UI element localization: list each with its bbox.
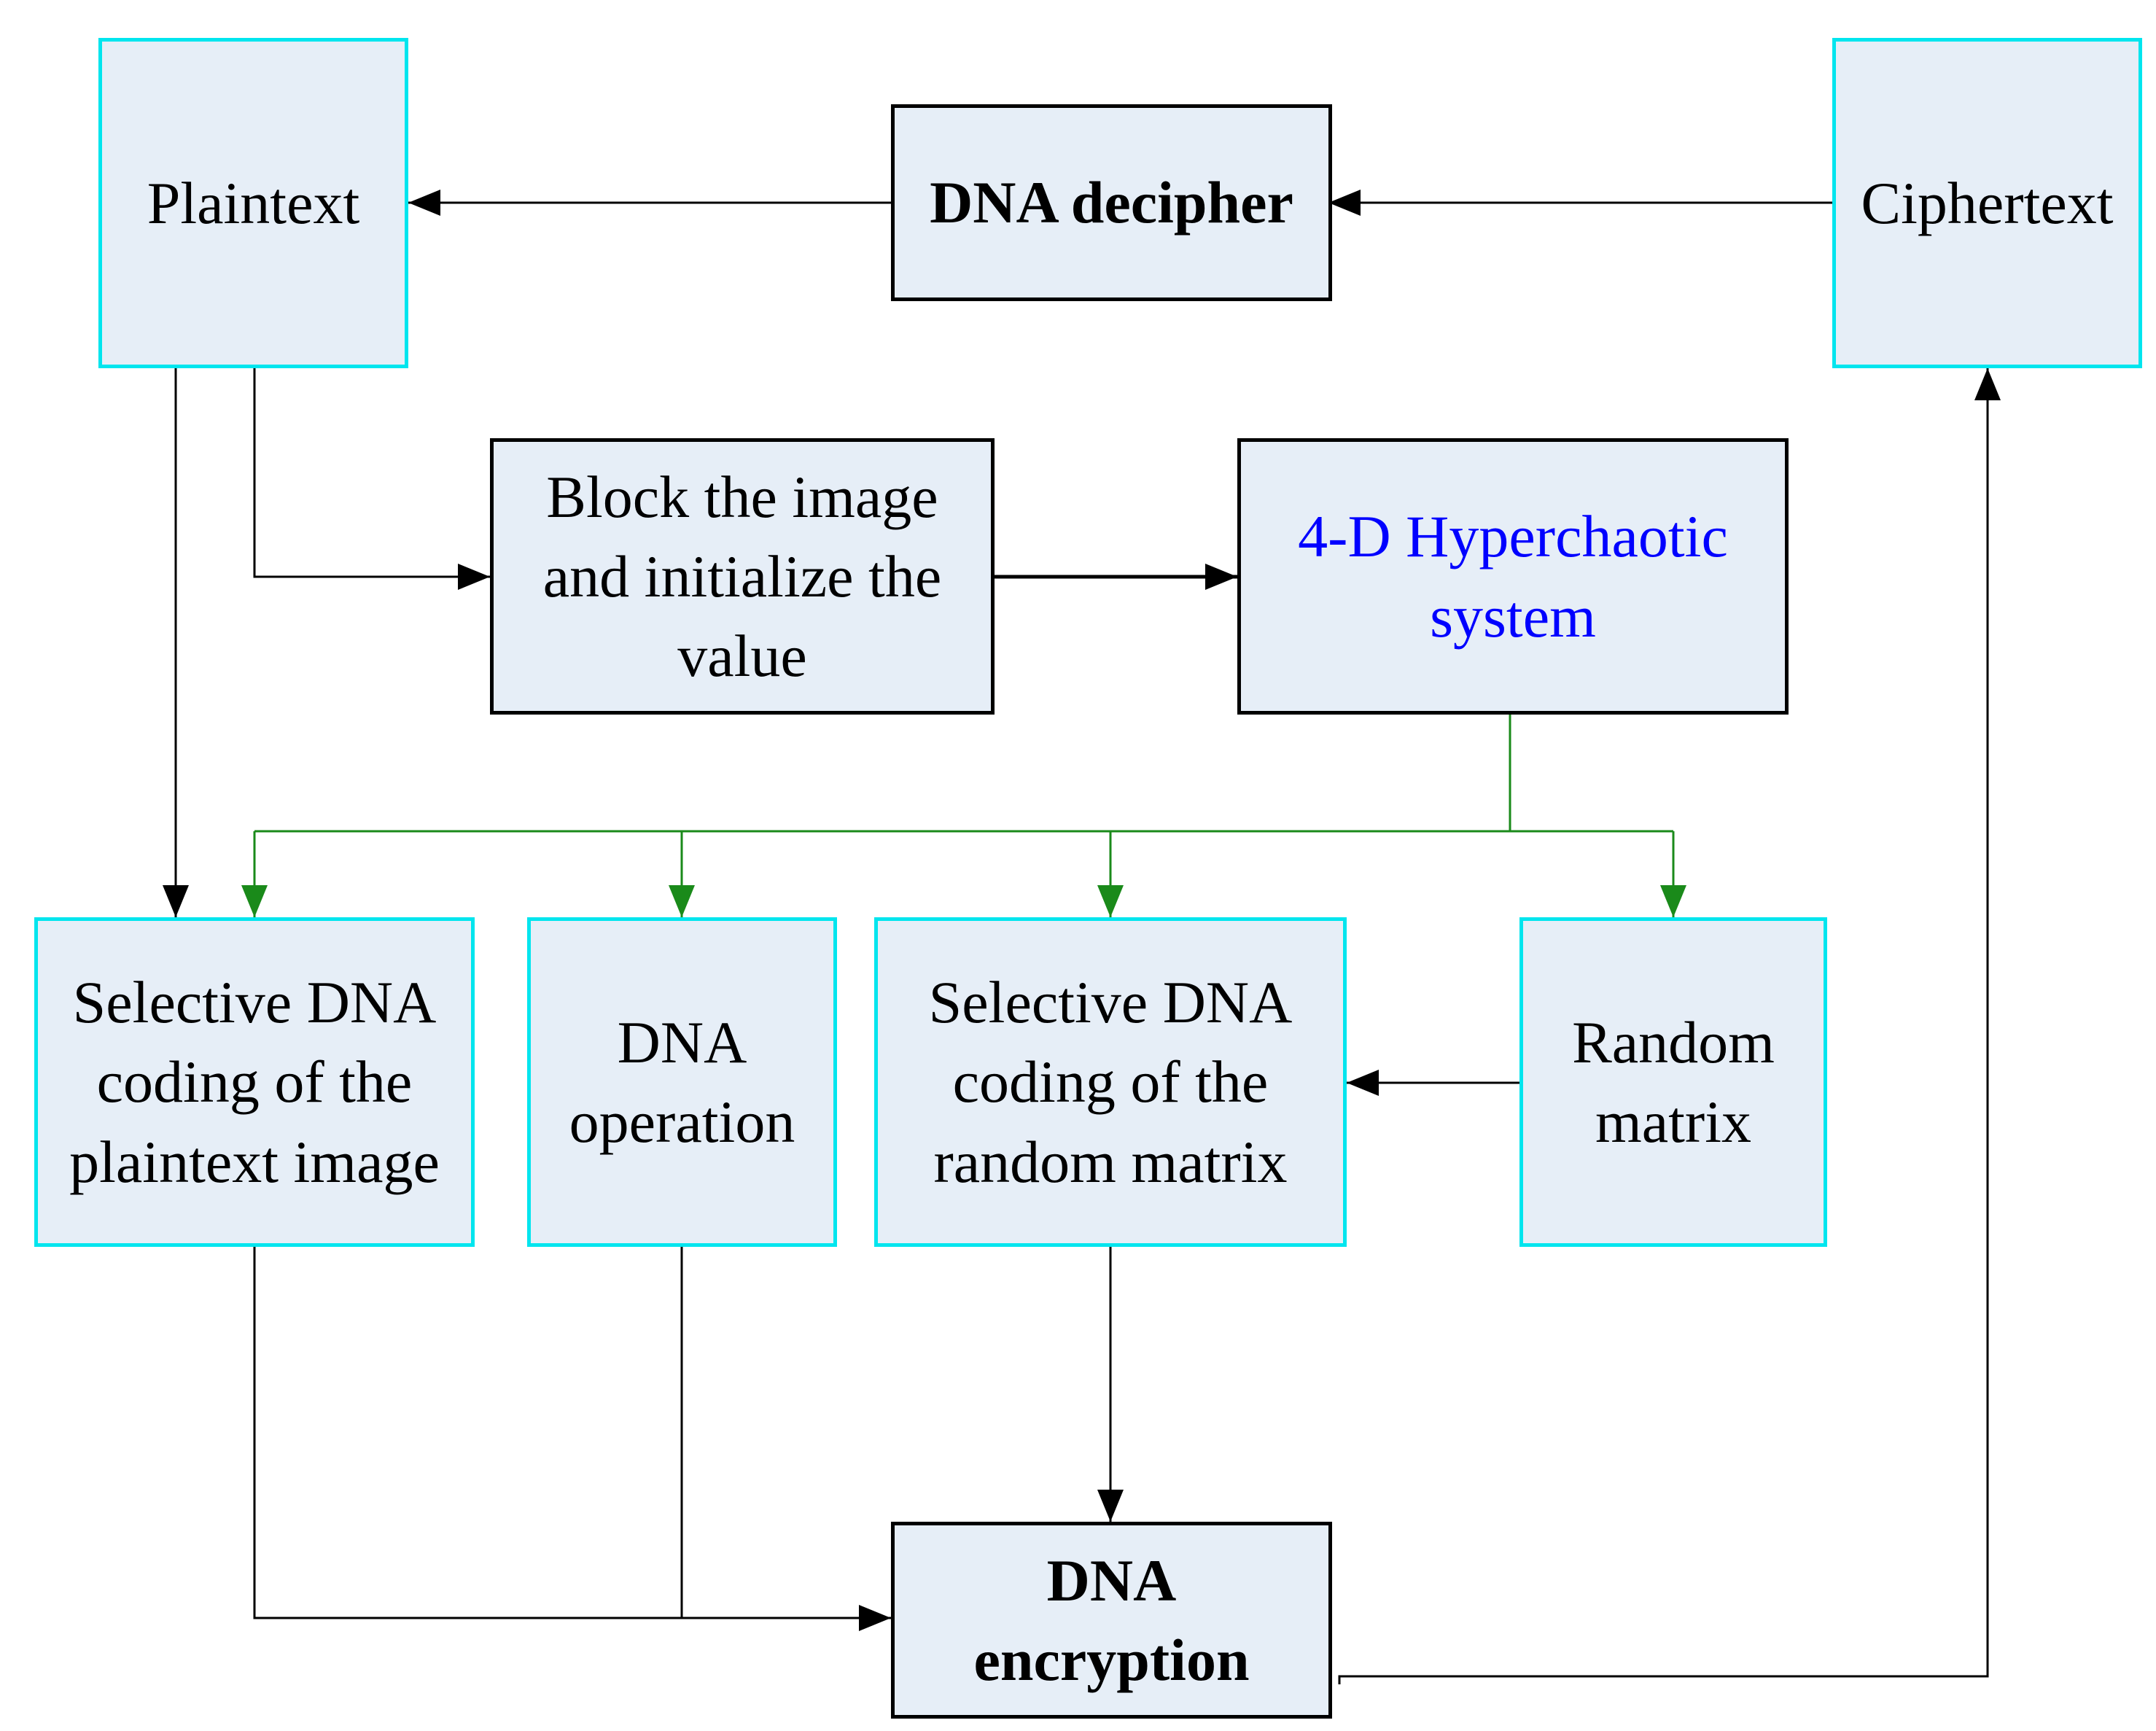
dna-encryption-line-2: encryption bbox=[973, 1627, 1250, 1693]
hyperchaotic-line-1: 4-D Hyperchaotic bbox=[1298, 503, 1728, 570]
plaintext-label: Plaintext bbox=[147, 169, 360, 236]
random-matrix-line-1: Random bbox=[1572, 1008, 1775, 1075]
selective-plain-line-3: plaintext image bbox=[69, 1128, 440, 1195]
ciphertext-box: Ciphertext bbox=[1832, 38, 2142, 368]
selective-plain-box: Selective DNA coding of the plaintext im… bbox=[34, 917, 475, 1247]
hyperchaotic-box: 4-D Hyperchaotic system bbox=[1237, 438, 1789, 715]
selective-random-line-3: random matrix bbox=[933, 1128, 1288, 1195]
block-image-box: Block the image and initialize the value bbox=[490, 438, 995, 715]
ciphertext-label: Ciphertext bbox=[1861, 169, 2114, 236]
line-selective-plain-down bbox=[253, 1247, 682, 1619]
selective-random-line-2: coding of the bbox=[952, 1049, 1269, 1116]
block-image-line-2: and initialize the bbox=[542, 542, 942, 610]
dna-encryption-box: DNA encryption bbox=[891, 1522, 1332, 1719]
hyperchaotic-line-2: system bbox=[1430, 583, 1596, 650]
dna-operation-line-2: operation bbox=[569, 1089, 795, 1155]
plaintext-box: Plaintext bbox=[98, 38, 408, 368]
random-matrix-line-2: matrix bbox=[1595, 1089, 1752, 1155]
block-image-line-3: value bbox=[677, 623, 807, 690]
arrow-operation-to-encryption bbox=[680, 1247, 891, 1631]
random-matrix-box: Random matrix bbox=[1519, 917, 1827, 1247]
dna-encryption-line-1: DNA bbox=[1046, 1547, 1177, 1614]
arrow-plaintext-to-block bbox=[253, 368, 490, 590]
selective-plain-line-1: Selective DNA bbox=[72, 969, 437, 1036]
selective-random-box: Selective DNA coding of the random matri… bbox=[874, 917, 1347, 1247]
dna-decipher-box: DNA decipher bbox=[891, 104, 1332, 301]
selective-random-line-1: Selective DNA bbox=[928, 969, 1293, 1036]
block-image-line-1: Block the image bbox=[546, 463, 938, 530]
dna-decipher-label: DNA decipher bbox=[930, 169, 1293, 236]
arrow-encryption-to-ciphertext bbox=[1338, 368, 2001, 1684]
selective-plain-line-2: coding of the bbox=[96, 1049, 413, 1116]
dna-operation-line-1: DNA bbox=[617, 1008, 747, 1075]
dna-operation-box: DNA operation bbox=[527, 917, 837, 1247]
